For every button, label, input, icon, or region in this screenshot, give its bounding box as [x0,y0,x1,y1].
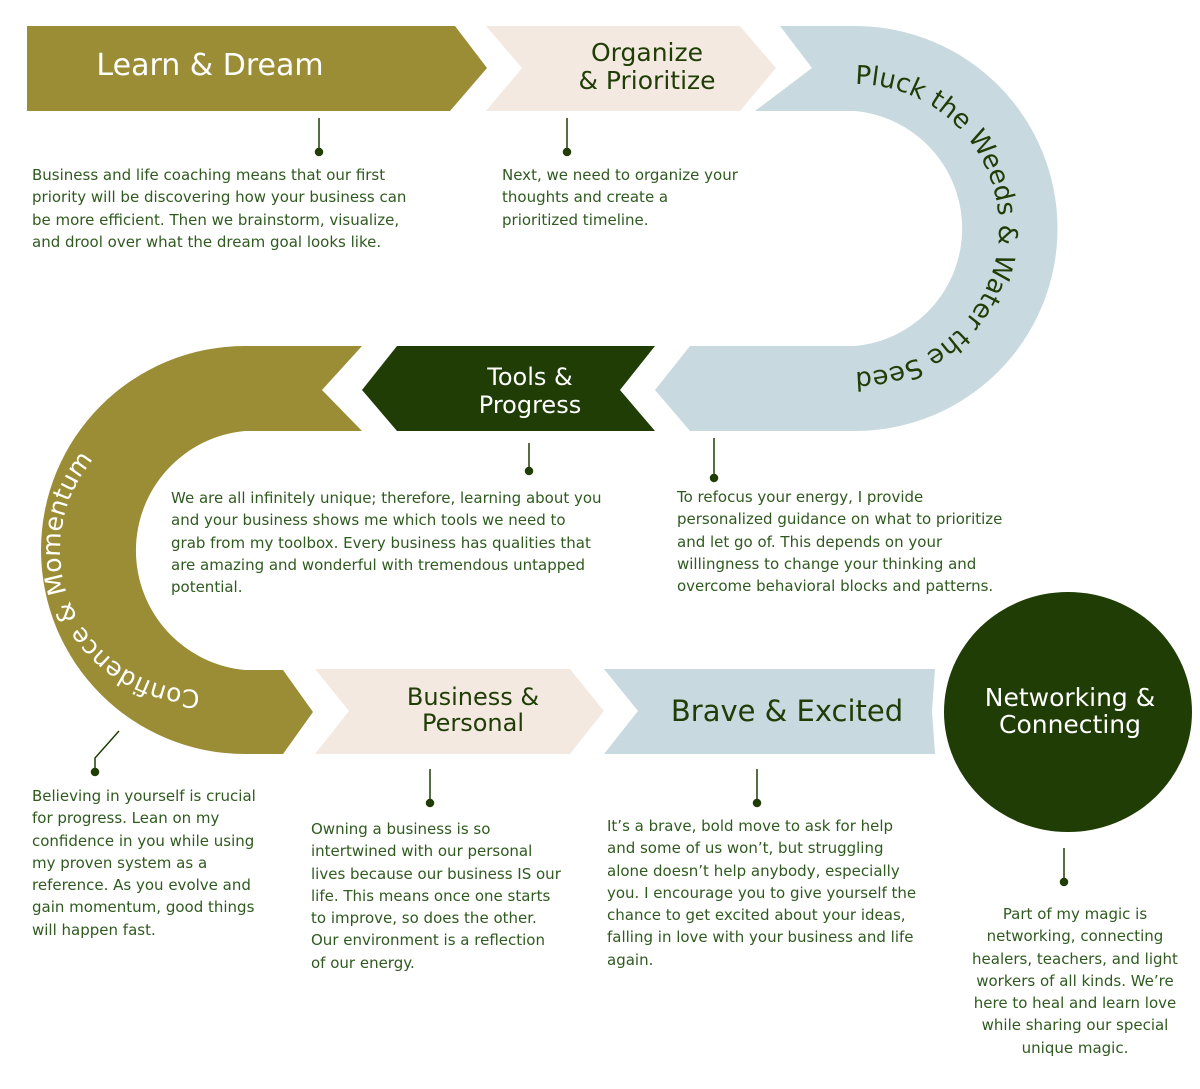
step-8-title: Networking & Connecting [984,683,1156,739]
connector-dot-step-1 [314,147,324,157]
step-2-title: Organize & Prioritize [578,38,716,95]
connector-step-5 [94,730,120,772]
step-6-description: Owning a business is so intertwined with… [311,820,561,972]
step-8-description: Part of my magic is networking, connecti… [972,905,1178,1057]
step-1-arrow [27,26,487,111]
connector-dot-step-4 [524,466,534,476]
connector-dot-step-3 [709,473,719,483]
step-6-title: Business & Personal [406,683,540,737]
connector-dot-step-6 [425,798,435,808]
connectors [90,118,1069,887]
step-2-chevron [486,26,776,111]
step-1-title: Learn & Dream [96,48,324,83]
connector-dot-step-5 [90,767,100,777]
step-3-arc [655,26,1058,431]
step-3-description: To refocus your energy, I provide person… [677,488,1003,596]
step-8-circle [944,592,1192,832]
step-4-title: Tools & Progress [478,363,582,419]
step-5-arc [41,346,362,754]
step-4-chevron [362,346,655,431]
step-1-description: Business and life coaching means that ou… [32,166,407,251]
step-5-description: Believing in yourself is crucial for pro… [32,787,256,939]
step-2-description: Next, we need to organize your thoughts … [502,166,738,229]
step-7-chevron [604,669,935,754]
step-7-description: It’s a brave, bold move to ask for help … [607,817,917,969]
step-7-title: Brave & Excited [670,694,904,728]
step-6-chevron [315,669,604,754]
connector-dot-step-2 [562,147,572,157]
connector-dot-step-8 [1059,877,1069,887]
step-4-description: We are all infinitely unique; therefore,… [171,489,602,597]
connector-dot-step-7 [752,798,762,808]
